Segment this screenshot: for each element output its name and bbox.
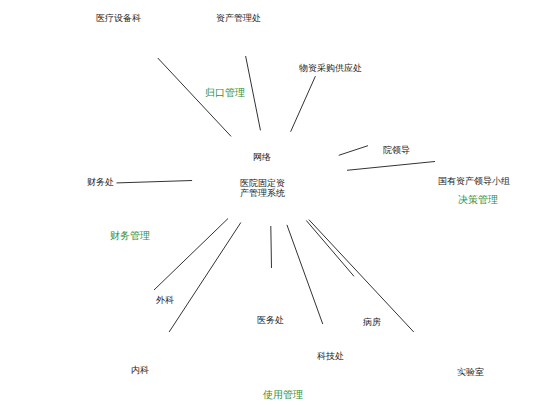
unit-label: 院领导: [383, 145, 410, 155]
unit-label: 国有资产领导小组: [438, 176, 510, 186]
management-band: 院领导国有资产领导小组决策管理: [335, 118, 548, 206]
network-link: [154, 218, 228, 290]
band-title: 归口管理: [205, 88, 245, 99]
band-shape: [42, 288, 548, 401]
department-unit: 科技处: [310, 324, 350, 364]
department-unit: 医务处: [244, 268, 300, 328]
department-unit: 实验室: [386, 332, 487, 380]
band-title: 使用管理: [263, 390, 303, 401]
leader-figure: [368, 118, 418, 143]
department-unit: 病房: [354, 274, 398, 330]
unit-label: 实验室: [457, 367, 484, 377]
network-link: [309, 220, 414, 332]
department-unit: 物资采购供应处: [294, 14, 365, 76]
surgery-figure: [102, 293, 148, 317]
asset-office-figure: [210, 30, 270, 55]
management-band: 外科内科 医务处科技处 病房实验室使用管理: [42, 288, 548, 401]
unit-label: 物资采购供应处: [299, 63, 362, 73]
ward-figure: [356, 277, 396, 308]
network-link: [169, 223, 241, 332]
network-link: [287, 225, 323, 324]
medical-affairs-figure: [244, 271, 300, 298]
unit-label: 病房: [363, 317, 381, 327]
department-unit: 医疗设备科: [93, 10, 179, 58]
band-shape: [335, 118, 548, 206]
management-band: 财务处财务管理: [15, 140, 205, 242]
network-link: [339, 146, 368, 156]
band-title: 决策管理: [458, 195, 498, 206]
band-title: 财务管理: [110, 231, 150, 242]
network-link: [270, 226, 272, 268]
network-link: [347, 161, 435, 170]
band-shape: [15, 140, 205, 242]
network-link: [246, 56, 261, 130]
cloud-label: 医院固定资产管理系统: [237, 178, 287, 199]
network-link: [291, 76, 316, 132]
laboratory-figure: [391, 335, 456, 372]
department-unit: 资产管理处: [210, 10, 272, 56]
equipment-office-figure: [124, 25, 176, 56]
department-unit: 外科: [102, 290, 177, 318]
unit-label: 内科: [131, 365, 149, 375]
unit-label: 外科: [156, 295, 174, 305]
unit-label: 财务处: [87, 177, 114, 187]
network-link: [306, 220, 354, 276]
department-unit: 财务处: [50, 148, 117, 220]
science-office-figure: [310, 326, 347, 348]
network-link: [117, 181, 193, 183]
department-unit: 内科: [128, 332, 180, 378]
internal-medicine-figure: [154, 335, 176, 369]
unit-label: 科技处: [317, 351, 344, 361]
unit-label: 资产管理处: [216, 13, 261, 23]
board-figure: [440, 128, 489, 164]
server-icon: [302, 164, 320, 200]
department-unit: 院领导: [368, 116, 420, 158]
department-unit: 国有资产领导小组: [435, 126, 513, 189]
supply-office-figure: [294, 17, 360, 45]
cloud-label: 网络: [253, 152, 271, 162]
management-band: 医疗设备科 资产管理处物资采购供应处归口管理: [60, 6, 514, 99]
network-cloud: 网络医院固定资产管理系统: [190, 128, 350, 228]
unit-label: 医疗设备科: [96, 13, 141, 23]
unit-label: 医务处: [257, 315, 284, 325]
